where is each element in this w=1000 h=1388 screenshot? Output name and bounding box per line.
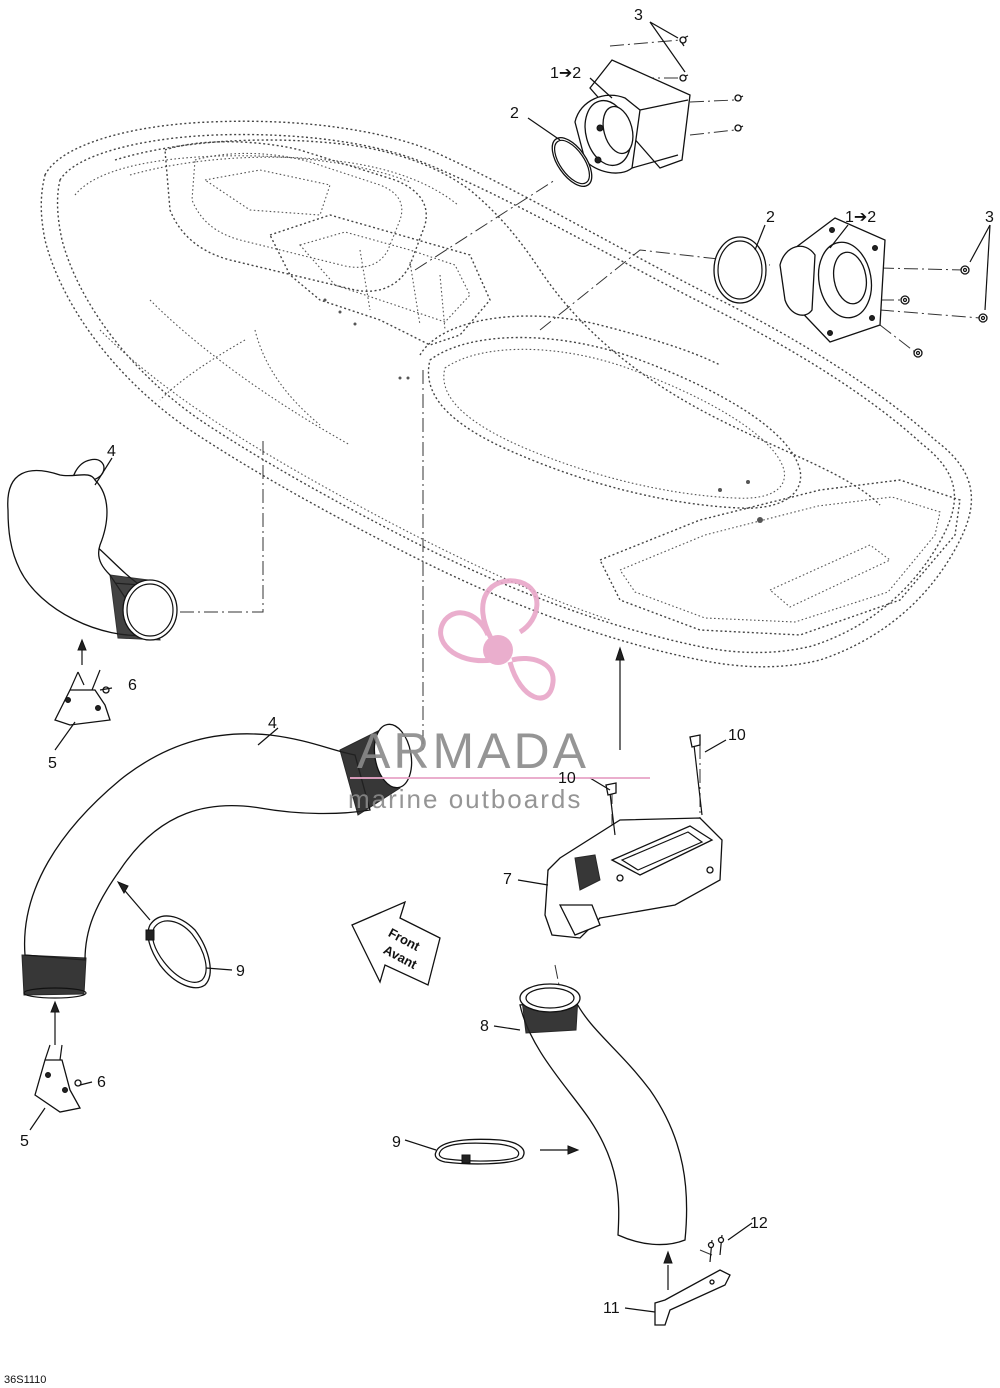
callout-7: 7: [503, 871, 512, 888]
hull-fastener-dots: [323, 298, 763, 523]
clamp-left: [145, 915, 211, 989]
propeller-logo: [438, 578, 556, 701]
callout-10-right: 10: [728, 727, 746, 744]
callout-12: 12: [750, 1215, 768, 1232]
intake-grate-right: [779, 217, 886, 343]
callout-4-upper: 4: [107, 443, 116, 460]
screws-upper: [679, 35, 744, 132]
bolts-10: [605, 734, 703, 836]
duct-lower: [21, 723, 413, 999]
leader-lines: [29, 21, 991, 1313]
callout-6-lower: 6: [97, 1074, 106, 1091]
duct-upper: [7, 458, 178, 641]
watermark: ARMADA marine outboards: [348, 578, 650, 814]
callout-2-right: 2: [766, 209, 775, 226]
arrowhead-vent-housing: [615, 646, 625, 661]
callout-3-top: 3: [634, 7, 643, 24]
arrowhead-support: [663, 1250, 673, 1264]
callout-5-lower: 5: [20, 1133, 29, 1150]
callout-2-top: 2: [510, 105, 519, 122]
callout-4-lower: 4: [268, 715, 277, 732]
intake-grate-upper: [574, 59, 691, 174]
duct-8: [519, 983, 688, 1246]
nuts-right: [900, 265, 988, 358]
hull-outline: [40, 120, 972, 668]
callout-8: 8: [480, 1018, 489, 1035]
callout-9-left: 9: [236, 963, 245, 980]
callout-3-right: 3: [985, 209, 994, 226]
support-bracket: [654, 1234, 731, 1326]
callout-1to2-right: 1➔2: [845, 209, 876, 226]
callout-9-bottom: 9: [392, 1134, 401, 1151]
bracket-lower: [34, 1044, 82, 1113]
callout-1to2-top: 1➔2: [550, 65, 581, 82]
bracket-upper: [54, 669, 111, 726]
arrowhead-clamp-left: [116, 881, 129, 895]
watermark-subtitle: marine outboards: [348, 784, 582, 814]
callout-labels: 3 1➔2 2 2 1➔2 3 4 6 5 4 10 10 7 9 8 6 5 …: [20, 7, 994, 1317]
callout-10-left: 10: [558, 770, 576, 787]
front-arrow[interactable]: Front Avant: [351, 900, 441, 986]
callout-11: 11: [603, 1300, 620, 1317]
assembly-center-lines: [180, 39, 981, 1256]
callout-6-upper: 6: [128, 677, 137, 694]
figure-code: 36S1110: [4, 1374, 46, 1386]
watermark-title: ARMADA: [357, 723, 589, 779]
oring-upper: [551, 137, 593, 187]
vent-housing: [544, 817, 723, 939]
arrowhead-clamp-bottom: [567, 1145, 580, 1155]
arrowhead-bracket-upper: [77, 638, 87, 651]
callout-5-upper: 5: [48, 755, 57, 772]
arrowhead-bracket-lower: [50, 1000, 60, 1013]
clamp-bottom: [434, 1138, 525, 1165]
oring-right: [713, 236, 767, 304]
